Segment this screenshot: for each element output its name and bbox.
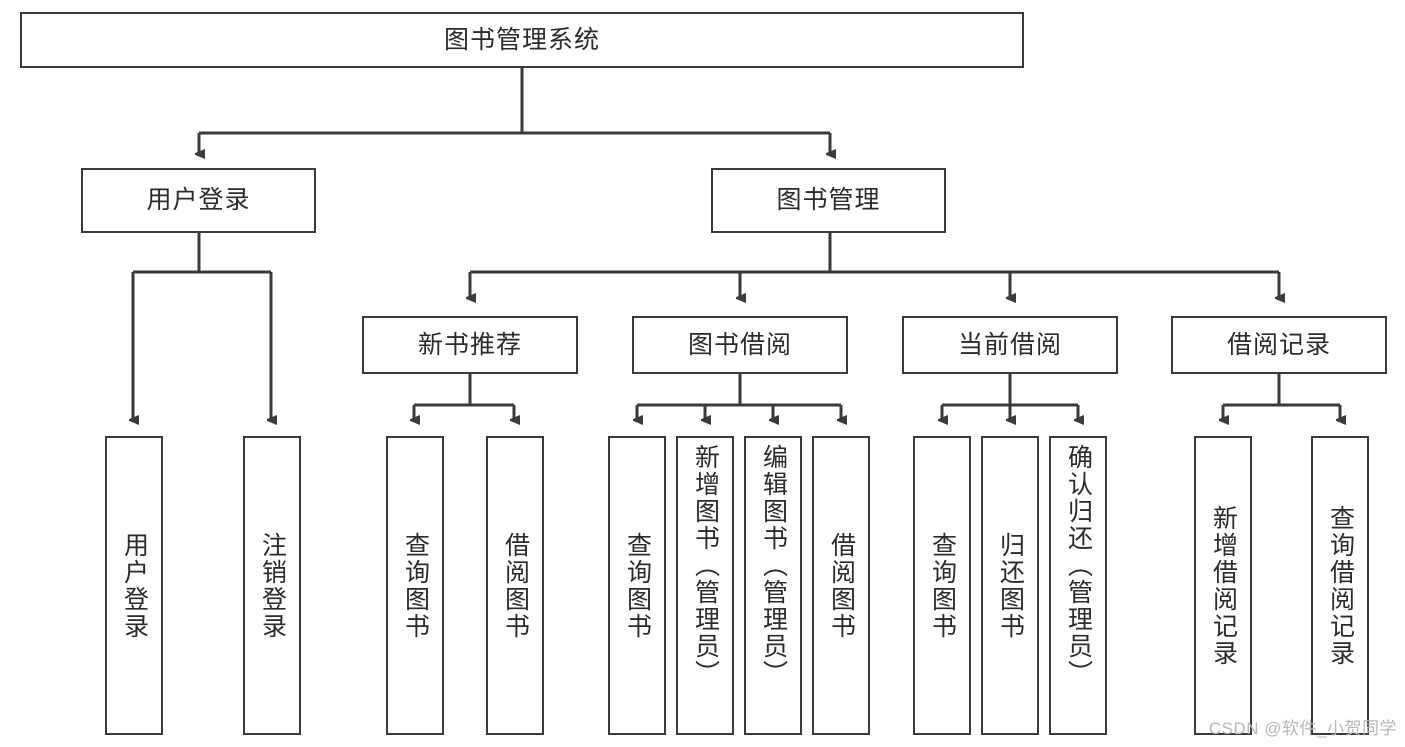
watermark: CSDN @软件_小贺同学 (1208, 719, 1397, 738)
node-label: 图书管理系统 (443, 25, 600, 54)
node-label: 查询图书 (401, 531, 430, 640)
node-leaf-logout[interactable]: 注销登录 (243, 436, 301, 735)
node-current-borrow[interactable]: 当前借阅 (902, 316, 1118, 374)
node-label: 新书推荐 (417, 330, 522, 359)
node-label: 图书借阅 (687, 330, 792, 359)
node-label: 查询借阅记录 (1326, 504, 1355, 667)
node-label: 查询图书 (928, 531, 957, 640)
node-label: 编辑图书（管理员） (759, 444, 788, 687)
node-leaf-borrow-book[interactable]: 借阅图书 (812, 436, 870, 735)
node-borrow-record[interactable]: 借阅记录 (1171, 316, 1387, 374)
node-label: 图书管理 (776, 186, 881, 215)
node-leaf-query-book-borrow[interactable]: 查询图书 (608, 436, 666, 735)
node-label: 借阅图书 (501, 531, 530, 640)
node-leaf-edit-book-admin[interactable]: 编辑图书（管理员） (744, 436, 802, 735)
node-label: 当前借阅 (957, 330, 1062, 359)
node-label: 用户登录 (120, 531, 149, 640)
node-user-login[interactable]: 用户登录 (81, 168, 316, 233)
node-label: 新增图书（管理员） (691, 444, 720, 687)
node-leaf-confirm-return-admin[interactable]: 确认归还（管理员） (1049, 436, 1107, 735)
node-label: 借阅记录 (1226, 330, 1331, 359)
node-label: 注销登录 (258, 531, 287, 640)
node-label: 用户登录 (146, 186, 251, 215)
node-leaf-query-borrow-record[interactable]: 查询借阅记录 (1311, 436, 1369, 735)
node-label: 新增借阅记录 (1209, 504, 1238, 667)
node-leaf-add-borrow-record[interactable]: 新增借阅记录 (1194, 436, 1252, 735)
node-leaf-query-book-current[interactable]: 查询图书 (913, 436, 971, 735)
node-leaf-user-login[interactable]: 用户登录 (105, 436, 163, 735)
node-label: 确认归还（管理员） (1064, 444, 1093, 687)
node-root-book-management-system[interactable]: 图书管理系统 (20, 12, 1024, 68)
node-leaf-query-book-recommend[interactable]: 查询图书 (386, 436, 444, 735)
node-leaf-return-book[interactable]: 归还图书 (981, 436, 1039, 735)
node-leaf-add-book-admin[interactable]: 新增图书（管理员） (676, 436, 734, 735)
node-book-borrow[interactable]: 图书借阅 (632, 316, 848, 374)
node-leaf-borrow-book-recommend[interactable]: 借阅图书 (486, 436, 544, 735)
node-book-management[interactable]: 图书管理 (711, 168, 946, 233)
node-label: 查询图书 (623, 531, 652, 640)
node-new-book-recommend[interactable]: 新书推荐 (362, 316, 578, 374)
node-label: 归还图书 (996, 531, 1025, 640)
node-label: 借阅图书 (827, 531, 856, 640)
